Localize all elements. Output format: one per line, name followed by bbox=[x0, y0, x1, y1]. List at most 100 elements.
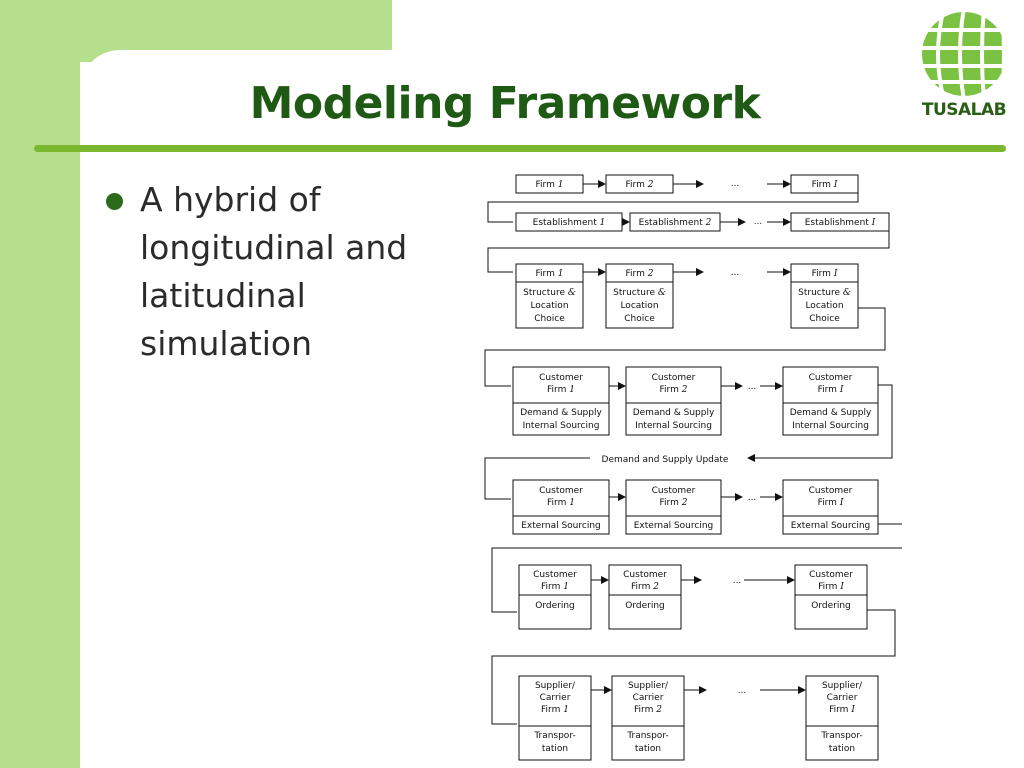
firm-label: Firm I bbox=[812, 180, 838, 190]
demand-supply-box bbox=[782, 402, 879, 436]
sidebar-band bbox=[0, 0, 80, 768]
customer-firm-box bbox=[512, 479, 610, 517]
supplier-carrier-label: Supplier/ bbox=[822, 681, 863, 691]
external-sourcing-box bbox=[782, 515, 879, 535]
update-label: Demand and Supply Update bbox=[602, 455, 729, 465]
supplier-carrier-box bbox=[518, 675, 592, 727]
supplier-carrier-label: Carrier bbox=[540, 693, 571, 703]
ordering-box bbox=[794, 594, 868, 630]
transportation-label: Transpor- bbox=[626, 731, 668, 741]
ellipsis-label: ... bbox=[733, 576, 742, 586]
connector-line bbox=[487, 184, 859, 223]
ellipsis-label: ... bbox=[748, 493, 757, 503]
structure-location-label: Location bbox=[620, 301, 658, 311]
ellipsis-label: ... bbox=[731, 268, 740, 278]
customer-firm-box bbox=[782, 479, 879, 517]
structure-location-label: Structure & bbox=[523, 288, 576, 298]
structure-location-label: Structure & bbox=[798, 288, 851, 298]
transportation-box bbox=[518, 725, 592, 761]
supplier-carrier-box bbox=[611, 675, 685, 727]
slide-title: Modeling Framework bbox=[249, 78, 761, 129]
firm-label: Firm 1 bbox=[536, 269, 564, 279]
structure-location-box bbox=[605, 281, 674, 329]
supplier-carrier-label: Carrier bbox=[827, 693, 858, 703]
customer-firm-label: Firm 2 bbox=[631, 582, 659, 592]
structure-location-label: Location bbox=[530, 301, 568, 311]
external-sourcing-box bbox=[625, 515, 722, 535]
customer-firm-label: Firm I bbox=[818, 582, 844, 592]
supplier-carrier-label: Supplier/ bbox=[628, 681, 669, 691]
transportation-label: tation bbox=[829, 744, 855, 754]
supplier-carrier-label: Firm I bbox=[829, 705, 855, 715]
supplier-carrier-label: Carrier bbox=[633, 693, 664, 703]
demand-supply-label: Demand & Supply bbox=[633, 408, 715, 418]
ellipsis-label: ... bbox=[748, 382, 757, 392]
tusalab-logo: TUSALAB bbox=[914, 8, 1014, 128]
ordering-label: Ordering bbox=[535, 601, 575, 611]
connector-line bbox=[491, 547, 902, 613]
supplier-carrier-label: Firm 2 bbox=[634, 705, 662, 715]
demand-supply-label: Internal Sourcing bbox=[635, 421, 712, 431]
external-sourcing-label: External Sourcing bbox=[791, 521, 871, 531]
demand-supply-label: Demand & Supply bbox=[520, 408, 602, 418]
connector-line bbox=[491, 609, 896, 725]
transportation-label: Transpor- bbox=[533, 731, 575, 741]
customer-firm-box bbox=[608, 564, 682, 596]
external-sourcing-label: External Sourcing bbox=[634, 521, 714, 531]
demand-supply-label: Internal Sourcing bbox=[792, 421, 869, 431]
ordering-box bbox=[518, 594, 592, 630]
transportation-label: tation bbox=[542, 744, 568, 754]
customer-firm-label: Firm I bbox=[818, 498, 844, 508]
demand-supply-label: Internal Sourcing bbox=[523, 421, 600, 431]
customer-firm-label: Firm 1 bbox=[547, 498, 575, 508]
connector-line bbox=[484, 307, 886, 387]
customer-firm-box bbox=[512, 366, 610, 404]
supplier-carrier-box bbox=[805, 675, 879, 727]
customer-firm-label: Customer bbox=[809, 486, 853, 496]
globe-icon bbox=[920, 10, 1008, 98]
firm-label: Firm 1 bbox=[536, 180, 564, 190]
customer-firm-box bbox=[625, 479, 722, 517]
demand-supply-box bbox=[625, 402, 722, 436]
structure-location-label: Choice bbox=[809, 314, 840, 324]
structure-location-label: Choice bbox=[624, 314, 655, 324]
transportation-box bbox=[611, 725, 685, 761]
ellipsis-label: ... bbox=[731, 179, 740, 189]
firm-label: Firm 2 bbox=[626, 269, 654, 279]
customer-firm-label: Customer bbox=[533, 570, 577, 580]
customer-firm-label: Customer bbox=[652, 486, 696, 496]
establishment-label: Establishment I bbox=[805, 218, 876, 228]
firm-label: Firm 2 bbox=[626, 180, 654, 190]
structure-location-label: Location bbox=[805, 301, 843, 311]
bullet-text: A hybrid of longitudinal and latitudinal… bbox=[140, 180, 408, 363]
update-loop-line bbox=[750, 384, 893, 459]
customer-firm-box bbox=[625, 366, 722, 404]
demand-supply-label: Demand & Supply bbox=[790, 408, 872, 418]
ordering-box bbox=[608, 594, 682, 630]
logo-wordmark: TUSALAB bbox=[921, 100, 1007, 120]
supplier-carrier-label: Firm 1 bbox=[541, 705, 569, 715]
transportation-label: tation bbox=[635, 744, 661, 754]
ordering-label: Ordering bbox=[625, 601, 665, 611]
customer-firm-label: Customer bbox=[809, 373, 853, 383]
structure-location-label: Choice bbox=[534, 314, 565, 324]
customer-firm-label: Firm 2 bbox=[660, 498, 688, 508]
connector-line bbox=[487, 222, 890, 273]
establishment-label: Establishment 2 bbox=[639, 218, 712, 228]
ordering-label: Ordering bbox=[811, 601, 851, 611]
transportation-label: Transpor- bbox=[820, 731, 862, 741]
customer-firm-label: Firm 2 bbox=[660, 385, 688, 395]
supplier-carrier-label: Supplier/ bbox=[535, 681, 576, 691]
customer-firm-box bbox=[518, 564, 592, 596]
demand-supply-box bbox=[512, 402, 610, 436]
customer-firm-label: Customer bbox=[539, 486, 583, 496]
title-divider bbox=[34, 145, 1006, 152]
customer-firm-label: Customer bbox=[539, 373, 583, 383]
structure-location-box bbox=[515, 281, 584, 329]
transportation-box bbox=[805, 725, 879, 761]
firm-label: Firm I bbox=[812, 269, 838, 279]
external-sourcing-box bbox=[512, 515, 610, 535]
customer-firm-label: Firm 1 bbox=[541, 582, 569, 592]
ellipsis-label: ... bbox=[738, 686, 747, 696]
